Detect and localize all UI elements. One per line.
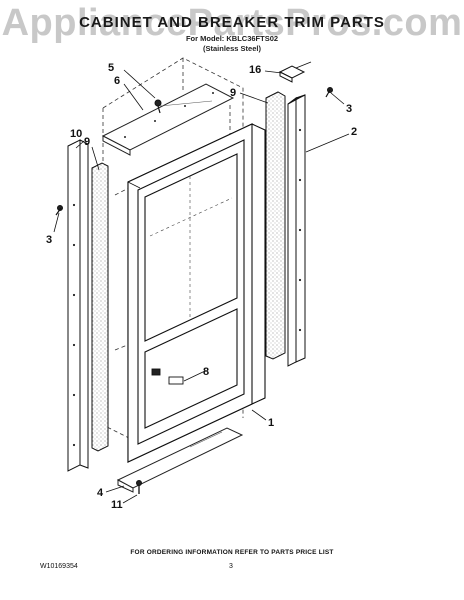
callout-8: 8: [203, 366, 209, 378]
nameplate-part-8: [151, 368, 184, 385]
callout-1: 1: [268, 417, 274, 429]
screw-part-3-left: [55, 205, 63, 216]
document-number: W10169354: [40, 563, 78, 570]
callout-3-right: 3: [346, 103, 352, 115]
callout-9-top: 9: [230, 87, 236, 99]
callout-2: 2: [351, 126, 357, 138]
screw-part-3-right: [325, 87, 333, 98]
right-gasket: [265, 91, 286, 360]
callout-4: 4: [97, 487, 104, 499]
top-trim-strip: [101, 83, 235, 156]
corner-clip-part-16: [278, 61, 312, 83]
left-gasket: [91, 162, 109, 452]
bottom-trim-strip: [116, 427, 244, 493]
callout-5: 5: [108, 62, 114, 74]
top-trim-holes: [124, 92, 214, 138]
page-number: 3: [229, 563, 233, 570]
left-trim-holes: [72, 203, 76, 447]
left-side-trim: [67, 139, 89, 472]
door-frame: [127, 123, 266, 463]
watermark: AppliancePartsPros.com: [1, 2, 463, 44]
ordering-note: FOR ORDERING INFORMATION REFER TO PARTS …: [130, 549, 334, 556]
callout-3-left: 3: [46, 234, 52, 246]
callout-9-left: 9: [84, 136, 90, 148]
callout-11: 11: [111, 499, 123, 511]
callout-10: 10: [70, 128, 82, 140]
callout-16: 16: [249, 64, 261, 76]
finish-line: (Stainless Steel): [203, 44, 261, 53]
right-trim-holes: [298, 128, 302, 332]
leader-lines: [53, 69, 350, 504]
screw-part-11: [136, 480, 142, 494]
page-title: CABINET AND BREAKER TRIM PARTS: [79, 14, 385, 31]
right-side-trim: [287, 94, 306, 367]
callout-6: 6: [114, 75, 120, 87]
model-line: For Model: KBLC36FTS02: [185, 34, 279, 43]
screw-part-5: [154, 99, 162, 114]
